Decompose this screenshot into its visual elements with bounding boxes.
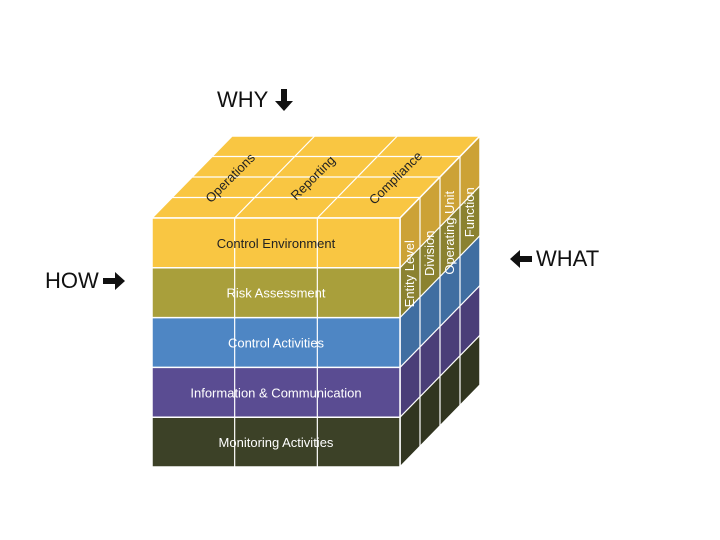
how-label: HOW [45, 268, 125, 294]
component-label-control-activities: Control Activities [228, 336, 325, 351]
right-face [399, 134, 481, 469]
front-band-monitoring-activities [152, 417, 400, 467]
level-label-entity-level: Entity Level [402, 240, 417, 307]
what-label: WHAT [510, 246, 599, 272]
why-label: WHY [217, 87, 294, 113]
top-face [150, 135, 482, 219]
what-text: WHAT [536, 246, 600, 271]
front-band-information-and-communication [152, 367, 400, 418]
right-face-labels: Entity Level Division Operating Unit Functi… [402, 187, 477, 307]
arrow-down-icon [274, 89, 294, 111]
component-label-control-environment: Control Environment [217, 236, 336, 251]
front-band-risk-assessment [152, 267, 400, 318]
arrow-right-icon [102, 271, 125, 291]
arrow-left-icon [510, 249, 532, 269]
front-band-control-environment [152, 218, 400, 268]
level-label-division: Division [422, 230, 437, 276]
front-face [151, 217, 401, 468]
component-label-risk-assessment: Risk Assessment [227, 286, 326, 301]
component-label-information-and-communication: Information & Communication [190, 385, 361, 400]
front-face-outline [151, 217, 401, 468]
level-label-operating-unit: Operating Unit [442, 190, 457, 274]
how-text: HOW [45, 268, 99, 293]
why-text: WHY [217, 87, 269, 112]
level-label-function: Function [462, 187, 477, 237]
front-band-control-activities [152, 317, 400, 368]
component-label-monitoring-activities: Monitoring Activities [219, 435, 334, 450]
